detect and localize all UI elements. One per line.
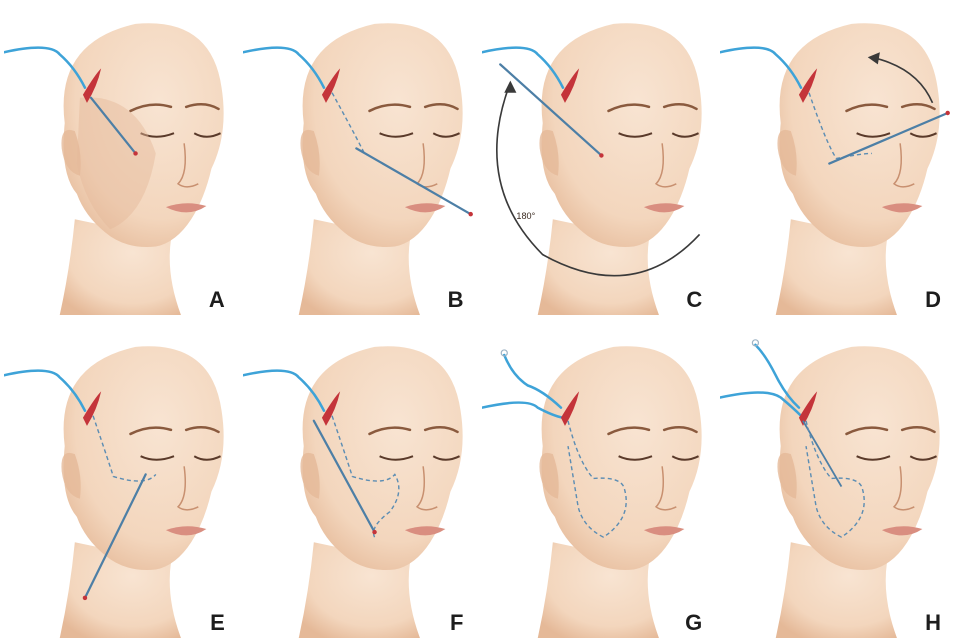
rotation-angle-label: 180° — [516, 211, 535, 221]
panel-f: F — [243, 325, 476, 638]
panel-e-illustration — [4, 325, 237, 638]
panel-letter-a: A — [209, 287, 225, 313]
panel-h-illustration — [720, 325, 953, 638]
panel-d-illustration — [720, 2, 953, 315]
panel-f-illustration — [243, 325, 476, 638]
needle-tip — [946, 111, 950, 115]
panel-g: G — [482, 325, 715, 638]
second-suture-thread — [504, 355, 561, 408]
panel-letter-d: D — [925, 287, 941, 313]
panel-e: E — [4, 325, 237, 638]
needle-tip — [599, 153, 603, 157]
panel-g-illustration — [482, 325, 715, 638]
panel-b-illustration — [243, 2, 476, 315]
needle-tip — [83, 596, 87, 600]
panel-a-illustration — [4, 2, 237, 315]
panel-h: H — [720, 325, 953, 638]
needle-tip — [468, 212, 472, 216]
needle-tip — [372, 530, 376, 534]
panel-letter-e: E — [210, 610, 225, 636]
panel-b: B — [243, 2, 476, 315]
panel-c: 180° C — [482, 2, 715, 315]
panel-c-illustration: 180° — [482, 2, 715, 315]
panel-letter-c: C — [686, 287, 702, 313]
panel-letter-f: F — [450, 610, 463, 636]
panel-letter-g: G — [685, 610, 702, 636]
panel-a: A — [4, 2, 237, 315]
panel-letter-h: H — [925, 610, 941, 636]
panel-d: D — [720, 2, 953, 315]
needle-tip — [133, 151, 137, 155]
panel-letter-b: B — [448, 287, 464, 313]
rotation-arrowhead — [504, 81, 516, 93]
